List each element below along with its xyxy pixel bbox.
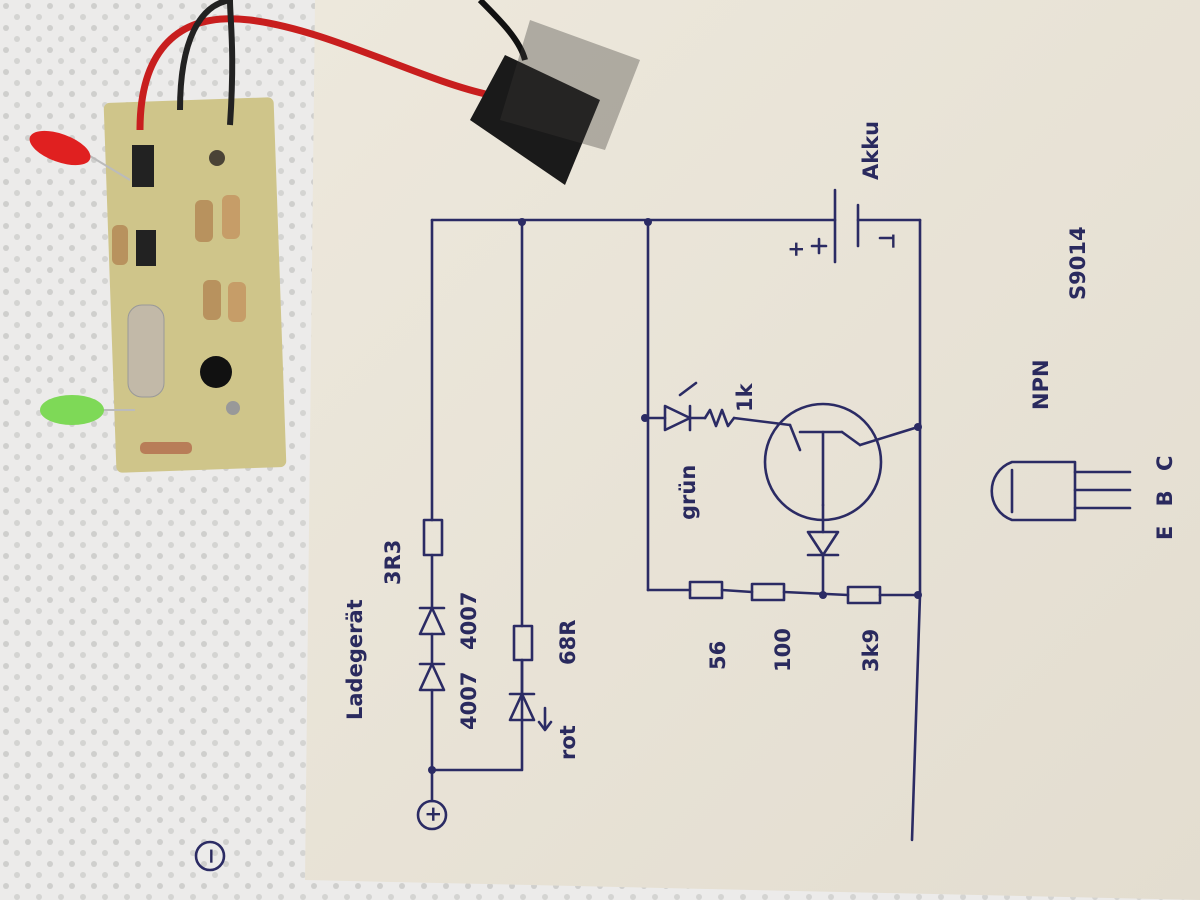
resistor-100-label: 100 (771, 628, 795, 672)
plus-terminal-label: + (421, 805, 445, 823)
charger-minus-terminal (194, 840, 226, 872)
transistor-component (200, 356, 232, 388)
transistor-pinout-drawing (990, 460, 1132, 522)
led-green-label: grün (676, 465, 700, 520)
resistor-component (222, 195, 240, 239)
led-green (40, 395, 135, 425)
led-red-label: rot (556, 725, 580, 760)
resistor-68r-label: 68R (556, 620, 580, 665)
resistor-3k9-label: 3k9 (859, 629, 883, 672)
diode-2-label: 4007 (457, 592, 481, 650)
diode-component (132, 145, 154, 187)
pcb-hole (226, 401, 240, 415)
diode-1-label: 4007 (457, 672, 481, 730)
connector-shadow (500, 20, 640, 150)
battery-minus-label: − (881, 232, 905, 250)
schematic-labels: Ladegerät + − 3R3 4007 4007 68R rot grün… (199, 121, 1177, 865)
battery-plus-label: + (784, 240, 808, 258)
charger-label: Ladegerät (343, 599, 367, 720)
battery-connector (470, 55, 600, 185)
led-red (29, 130, 131, 181)
pcb-hole (209, 150, 225, 166)
diode-component (136, 230, 156, 266)
transistor-model-label: S9014 (1066, 226, 1090, 300)
pinout-label: E B C (1153, 450, 1177, 540)
transistor-type-label: NPN (1029, 359, 1053, 410)
resistor-component (228, 282, 246, 322)
resistor-1k-label: 1k (733, 382, 757, 412)
battery-symbol (810, 188, 922, 264)
resistor-component (140, 442, 192, 454)
circuit-schematic (194, 188, 1132, 872)
resistor-component (195, 200, 213, 242)
resistor-56-label: 56 (706, 641, 730, 670)
pcb-board (103, 97, 287, 473)
battery-leads (136, 0, 640, 185)
minus-terminal-label: − (199, 847, 223, 865)
resistor-component (203, 280, 221, 320)
power-resistor-component (127, 304, 165, 398)
paper-sheet (305, 0, 1200, 900)
battery-label: Akku (859, 121, 883, 180)
resistor-1k (703, 408, 736, 428)
resistor-3r3-label: 3R3 (381, 540, 405, 585)
resistor-component (112, 225, 128, 265)
